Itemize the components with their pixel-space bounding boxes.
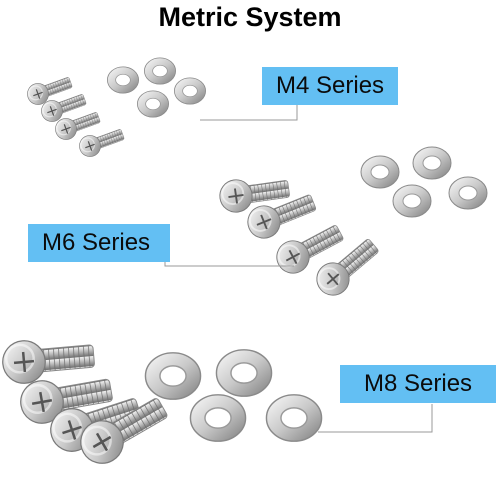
m6-leader-line — [164, 247, 294, 267]
m4-series-label: M4 Series — [262, 67, 399, 105]
page-title: Metric System — [158, 2, 342, 32]
m4-washers — [107, 57, 206, 118]
m6-screws — [216, 171, 386, 303]
m8-washers — [144, 349, 323, 442]
m4-leader-line — [200, 104, 298, 121]
m6-washers — [360, 146, 488, 218]
m6-series-label: M6 Series — [28, 224, 170, 262]
m8-screws — [0, 333, 175, 473]
m8-leader-line — [318, 404, 433, 433]
m8-series-label: M8 Series — [340, 365, 496, 403]
